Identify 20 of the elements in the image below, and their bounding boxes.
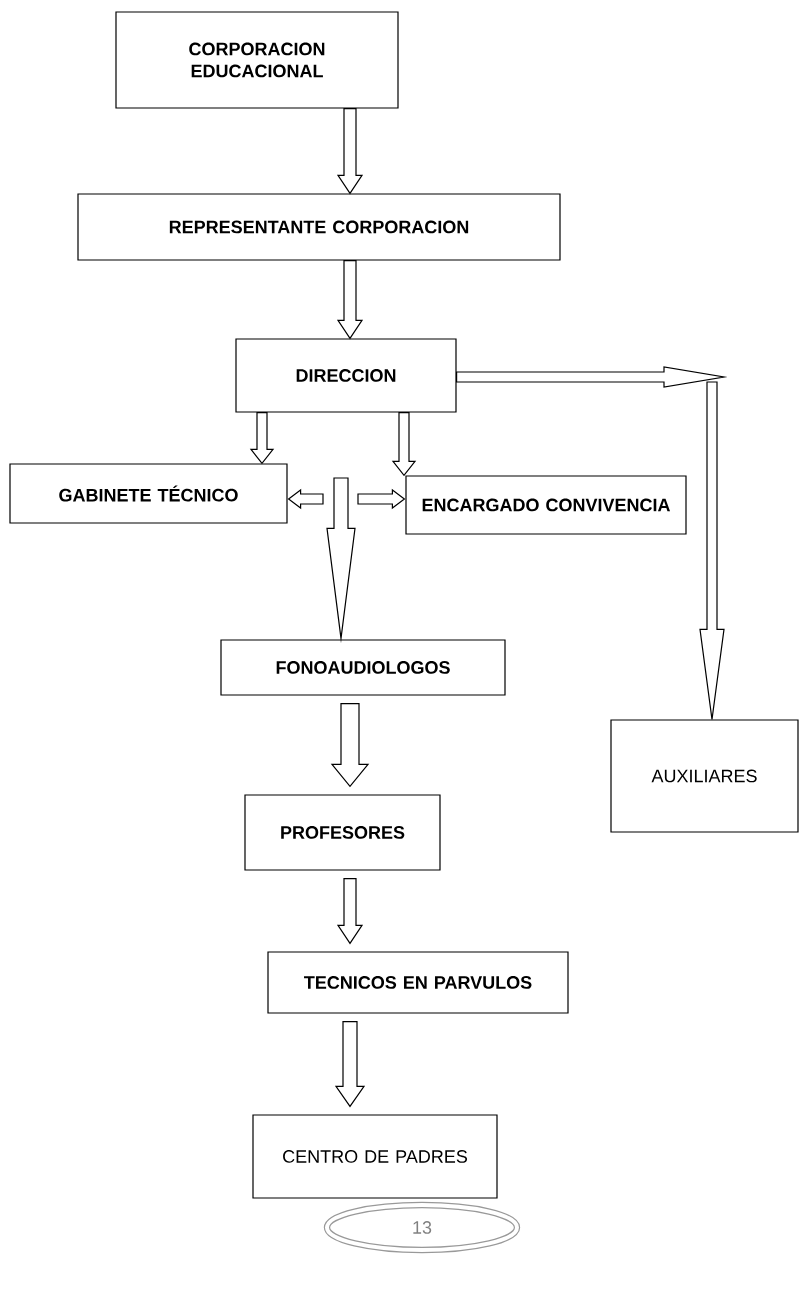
block-arrow [336, 108, 364, 195]
role-box: TECNICOS EN PARVULOS [267, 951, 569, 1014]
block-arrow [391, 412, 417, 477]
page-number-oval: 13 [323, 1201, 521, 1254]
block-arrow [330, 703, 370, 788]
role-box: ENCARGADO CONVIVENCIA [405, 475, 687, 535]
block-arrow [287, 488, 324, 510]
role-box: GABINETE TÉCNICO [9, 463, 288, 524]
role-box: DIRECCION [235, 338, 457, 413]
block-arrow [357, 488, 406, 510]
role-box: CENTRO DE PADRES [252, 1114, 498, 1199]
block-arrow [334, 1021, 366, 1108]
block-arrow [336, 260, 364, 340]
role-box: PROFESORES [244, 794, 441, 871]
role-box: REPRESENTANTE CORPORACION [77, 193, 561, 261]
role-box: AUXILIARES [610, 719, 799, 833]
role-box: CORPORACION EDUCACIONAL [115, 11, 399, 109]
role-box: FONOAUDIOLOGOS [220, 639, 506, 696]
block-arrow [336, 878, 364, 945]
block-arrow [249, 412, 275, 465]
